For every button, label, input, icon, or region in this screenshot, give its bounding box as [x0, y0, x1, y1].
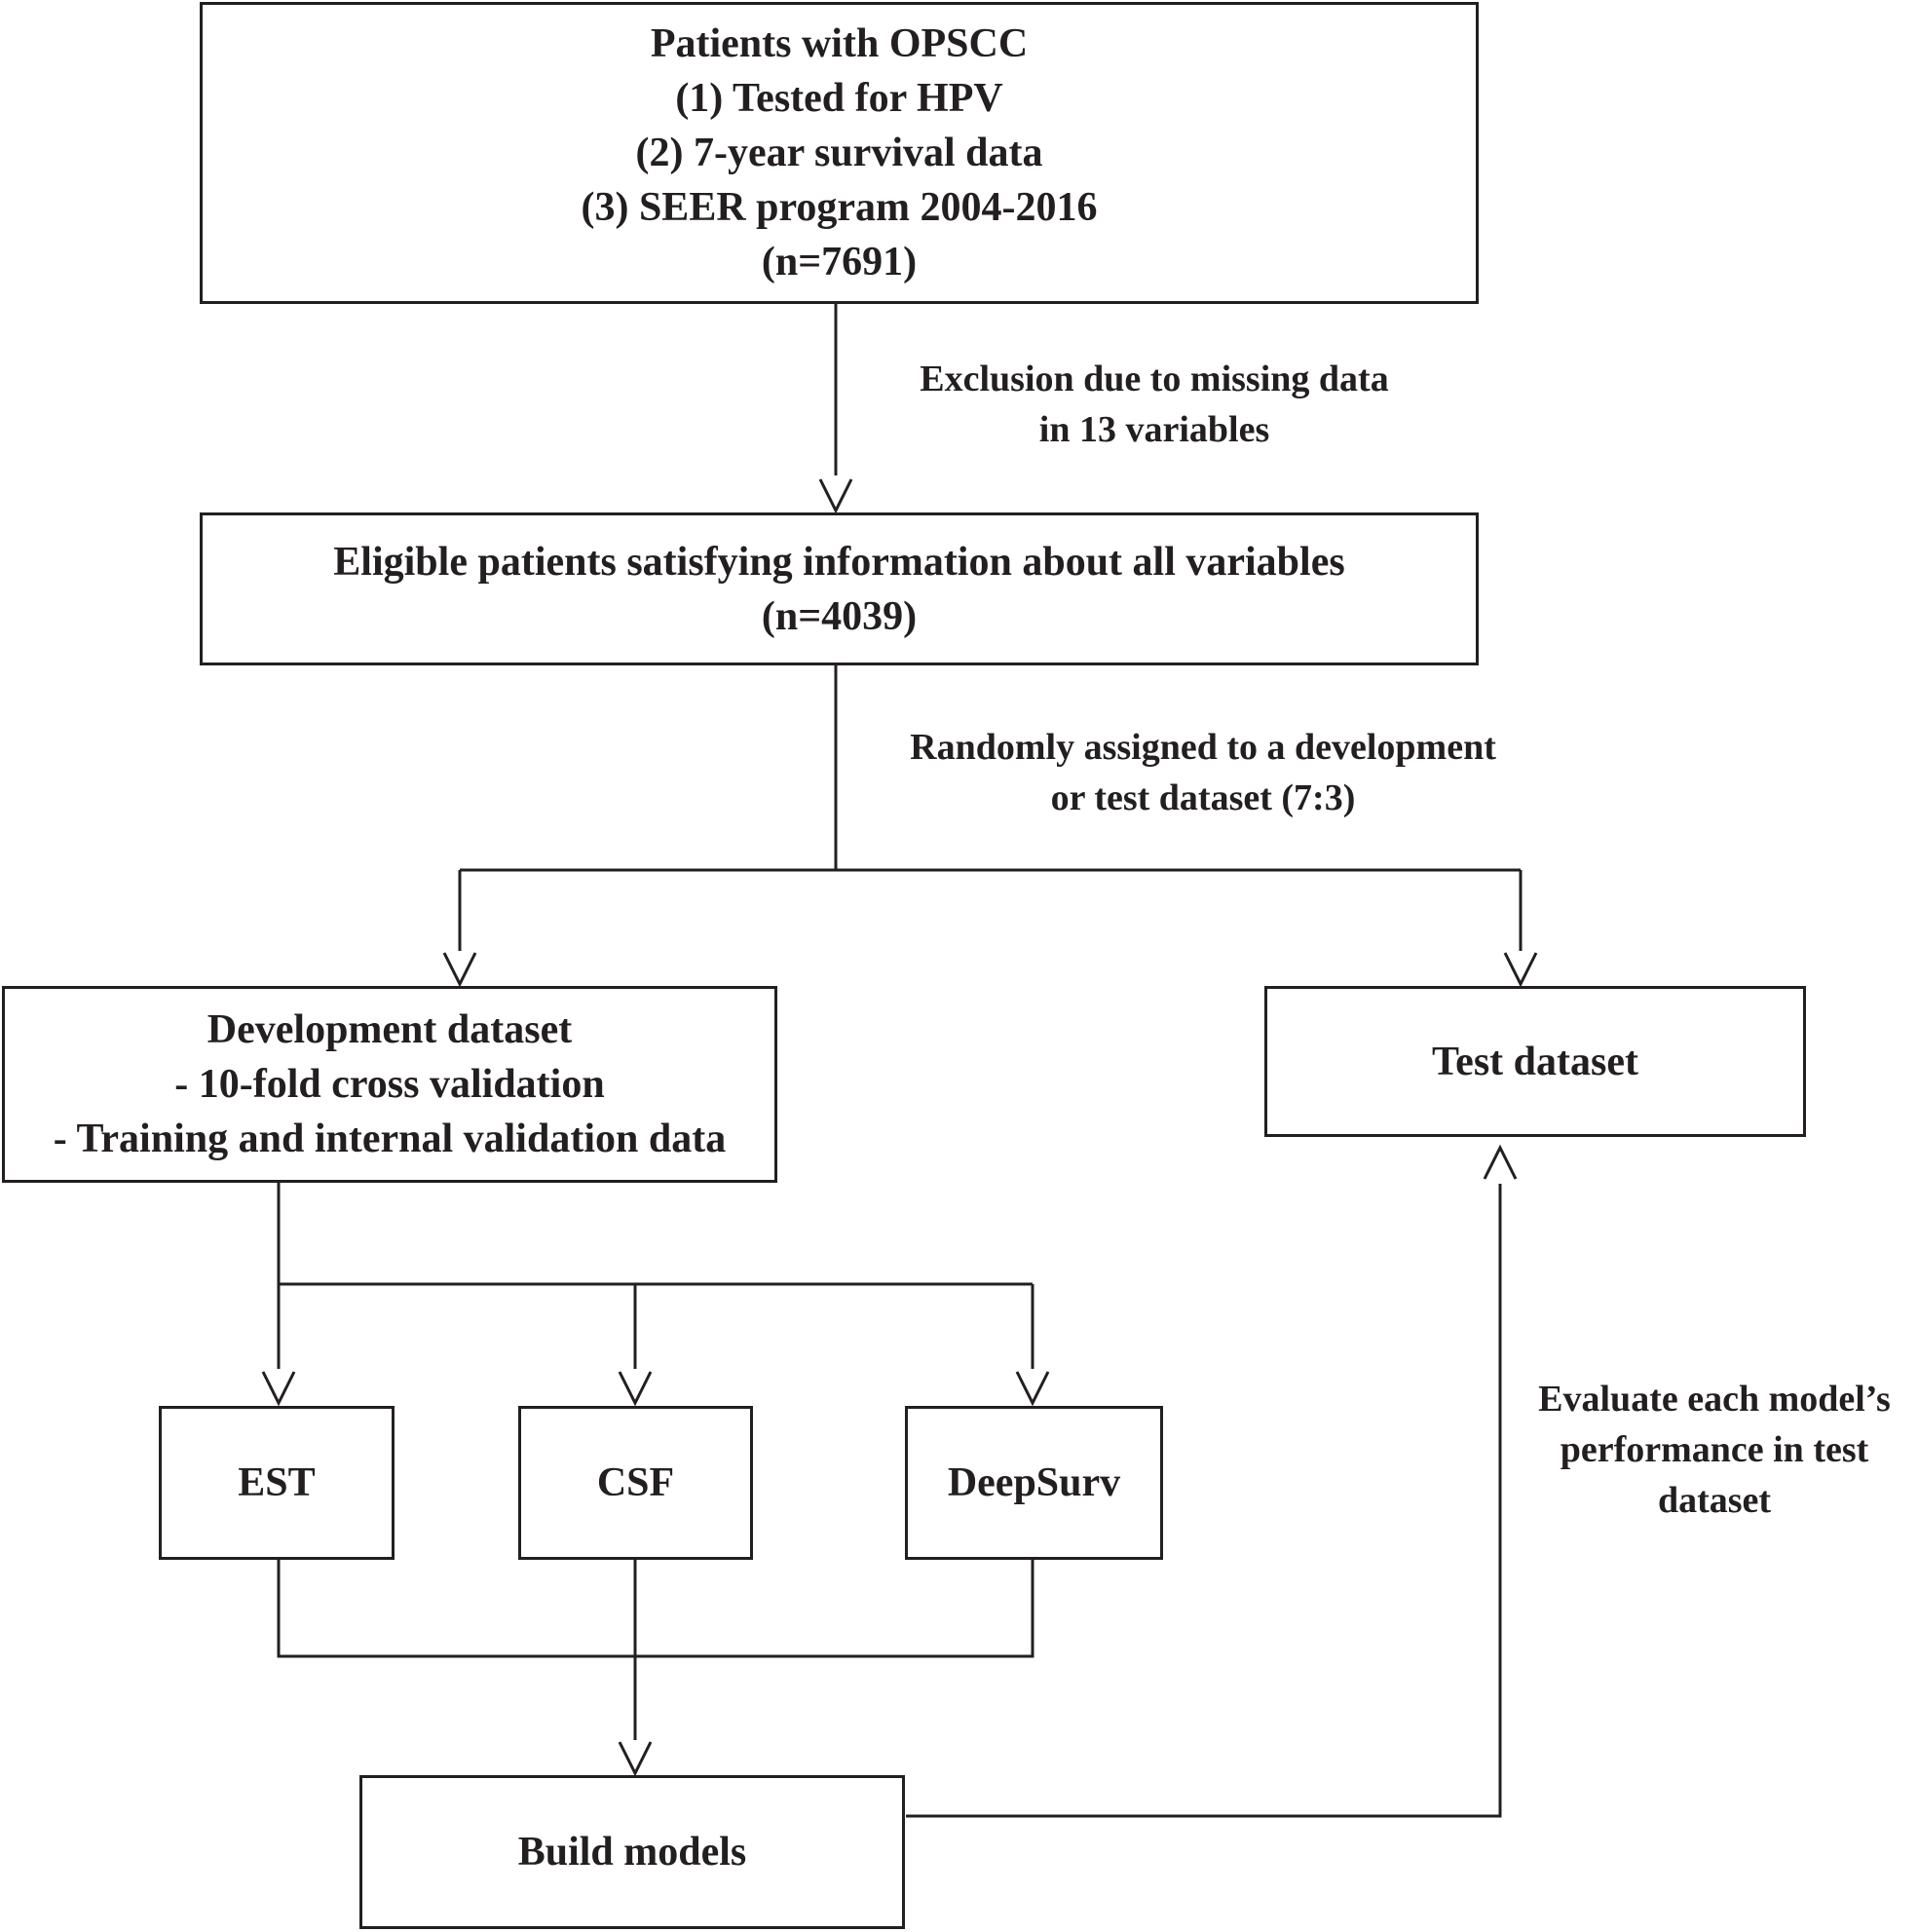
- arrowhead-to-est: [261, 1371, 296, 1407]
- exclusion-label-line-1: Exclusion due to missing data: [920, 359, 1389, 399]
- test-box: Test dataset: [1264, 986, 1806, 1137]
- arrow-build-to-test: [906, 1184, 1502, 1818]
- line-est-down: [277, 1559, 1034, 1658]
- randomly-label: Randomly assigned to a development or te…: [857, 722, 1549, 823]
- csf-box: CSF: [518, 1406, 753, 1560]
- start-box-line-4: (3) SEER program 2004-2016: [581, 185, 1098, 230]
- development-box-line-2: - 10-fold cross validation: [174, 1062, 605, 1107]
- evaluate-label: Evaluate each model’s performance in tes…: [1515, 1374, 1914, 1526]
- eligible-box-line-1: Eligible patients satisfying information…: [333, 539, 1345, 585]
- eligible-box: Eligible patients satisfying information…: [200, 512, 1479, 665]
- randomly-label-line-2: or test dataset (7:3): [1050, 777, 1356, 818]
- build-box: Build models: [359, 1775, 905, 1929]
- arrowhead-to-deepsurv: [1015, 1371, 1050, 1407]
- evaluate-label-line-2: performance in test: [1560, 1429, 1869, 1470]
- start-box: Patients with OPSCC (1) Tested for HPV (…: [200, 2, 1479, 304]
- csf-box-line-1: CSF: [596, 1460, 675, 1505]
- deepsurv-box: DeepSurv: [905, 1406, 1163, 1560]
- development-box-line-1: Development dataset: [207, 1007, 573, 1052]
- start-box-line-3: (2) 7-year survival data: [635, 131, 1043, 175]
- arrowhead-to-development: [442, 952, 477, 988]
- est-box: EST: [159, 1406, 395, 1560]
- start-box-line-1: Patients with OPSCC: [650, 21, 1029, 66]
- arrowhead-to-test-up: [1483, 1144, 1518, 1180]
- exclusion-label-line-2: in 13 variables: [1038, 409, 1270, 450]
- arrowhead-to-csf: [618, 1371, 653, 1407]
- development-box: Development dataset - 10-fold cross vali…: [2, 986, 777, 1183]
- development-box-line-3: - Training and internal validation data: [53, 1117, 727, 1161]
- randomly-label-line-1: Randomly assigned to a development: [910, 727, 1496, 768]
- deepsurv-box-line-1: DeepSurv: [947, 1460, 1121, 1505]
- evaluate-label-line-1: Evaluate each model’s: [1538, 1379, 1891, 1420]
- arrowhead-to-build: [618, 1741, 653, 1777]
- exclusion-label: Exclusion due to missing data in 13 vari…: [872, 354, 1437, 455]
- arrowhead-to-test: [1503, 952, 1538, 988]
- test-box-line-1: Test dataset: [1432, 1039, 1638, 1084]
- arrowhead-start-to-eligible: [818, 478, 853, 514]
- build-box-line-1: Build models: [517, 1830, 747, 1875]
- eligible-box-line-2: (n=4039): [761, 593, 918, 639]
- evaluate-label-line-3: dataset: [1657, 1480, 1772, 1521]
- start-box-line-5: (n=7691): [761, 240, 918, 284]
- start-box-line-2: (1) Tested for HPV: [675, 76, 1003, 121]
- est-box-line-1: EST: [238, 1460, 316, 1505]
